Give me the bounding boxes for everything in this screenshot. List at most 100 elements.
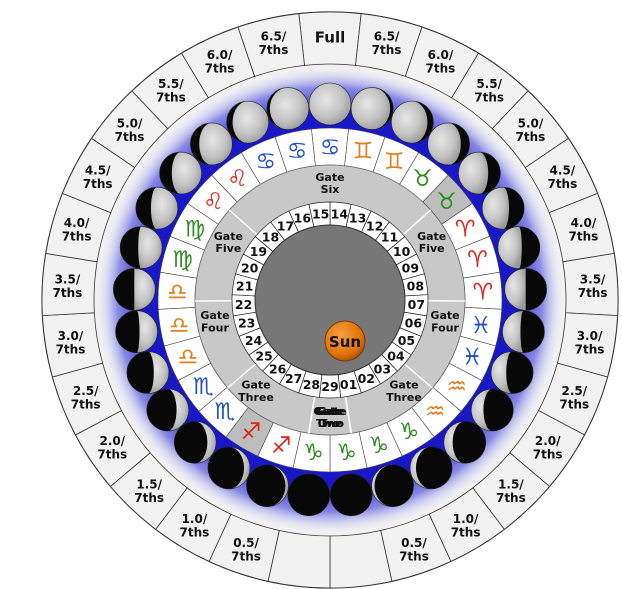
core-disc: [254, 224, 406, 376]
day-number: 22: [235, 297, 252, 312]
zodiac-sign-icon: ♊: [353, 139, 374, 165]
gate-divider: [402, 209, 432, 236]
zodiac-sign-icon: ♍: [172, 247, 193, 273]
zodiac-ring: ♋♊♊♉♉♈♈♈♓♓♒♒♑♑♑♑♐♐♏♏♎♎♎♍♍♌♌♋♋: [157, 127, 503, 473]
day-number: 03: [374, 361, 391, 376]
zodiac-sign-icon: ♉: [436, 189, 457, 215]
day-number: 01: [340, 377, 357, 392]
phase-fraction-label: 5.5/7ths: [474, 77, 504, 104]
zodiac-sign-icon: ♒: [446, 374, 467, 400]
day-number: 28: [303, 377, 320, 392]
day-number: 13: [349, 211, 366, 226]
moon-phase-icon: [115, 310, 158, 354]
zodiac-sign-icon: ♑: [336, 440, 357, 466]
moon-phase-icon: [443, 420, 487, 464]
phase-fraction-label: 2.0/7ths: [97, 434, 127, 461]
moon-phase-icon: [287, 473, 331, 517]
phase-fraction-label: 4.0/7ths: [62, 216, 92, 243]
zodiac-sign-icon: ♏: [214, 399, 235, 425]
phase-fraction-label: 6.0/7ths: [205, 48, 235, 75]
day-number: 14: [331, 207, 349, 222]
zodiac-sign-icon: ♎: [167, 280, 188, 306]
moon-phase-icon: [458, 151, 501, 195]
zodiac-sign-icon: ♈: [467, 247, 488, 273]
zodiac-sign-icon: ♋: [320, 135, 341, 161]
day-number: 16: [294, 211, 312, 226]
moon-phase-icon: [173, 420, 217, 464]
day-number: 09: [402, 260, 419, 275]
phase-fraction-label: 5.0/7ths: [516, 116, 546, 143]
phase-fraction-label: 4.5/7ths: [547, 163, 577, 190]
moon-phase-icon: [226, 100, 270, 144]
zodiac-sign-icon: ♒: [425, 399, 446, 425]
zodiac-sign-icon: ♌: [203, 189, 224, 215]
moon-phase-icon: [207, 446, 251, 490]
phase-fraction-label: 6.5/7ths: [259, 30, 289, 57]
day-number: 25: [255, 348, 272, 363]
phase-fraction-label: 1.0/7ths: [180, 512, 210, 539]
phase-fraction-label: 2.5/7ths: [71, 384, 101, 411]
day-number: 02: [358, 371, 375, 386]
moon-phase-icon: [497, 226, 541, 269]
day-number: 04: [387, 348, 405, 363]
moon-phase-icon: [502, 310, 545, 354]
center-disc: [254, 224, 406, 376]
moon-phase-icon: [350, 87, 394, 130]
phase-fraction-label: 0.5/7ths: [399, 536, 429, 563]
zodiac-sign-icon: ♈: [455, 216, 476, 242]
phase-fraction-label: 3.0/7ths: [56, 329, 86, 356]
day-number: 19: [250, 244, 267, 259]
zodiac-sign-icon: ♋: [287, 139, 308, 165]
zodiac-sign-icon: ♑: [399, 419, 420, 445]
phase-fraction-label: 3.5/7ths: [52, 272, 82, 299]
moon-phase-icon: [371, 464, 414, 508]
sun-label: Sun: [329, 333, 361, 351]
zodiac-sign-icon: ♏: [193, 374, 214, 400]
moon-phase-icon: [390, 100, 434, 144]
moon-phase-icon: [329, 473, 373, 517]
moon-phase-icon: [126, 351, 170, 394]
day-number: 12: [366, 218, 383, 233]
moon-phase-icon: [409, 446, 453, 490]
zodiac-sign-icon: ♑: [369, 433, 390, 459]
zodiac-sign-icon: ♌: [227, 166, 248, 192]
moon-phase-ring: [112, 82, 548, 517]
day-number: 27: [285, 371, 302, 386]
zodiac-sign-icon: ♓: [462, 345, 483, 371]
phase-fraction-label: 1.5/7ths: [496, 478, 526, 505]
phase-fraction-label: 3.0/7ths: [575, 329, 605, 356]
phase-fraction-label: 6.0/7ths: [426, 48, 456, 75]
sun-icon: [324, 320, 366, 362]
moon-phase-icon: [470, 388, 514, 432]
outer-phase-cell: [329, 530, 393, 589]
moon-phase-icon: [481, 186, 525, 230]
day-number: 26: [269, 361, 287, 376]
moon-phase-icon: [119, 226, 163, 269]
zodiac-sign-icon: ♐: [241, 419, 262, 445]
phase-fraction-label: 0.5/7ths: [231, 536, 261, 563]
day-number: 10: [393, 244, 411, 259]
moon-phase-icon: [504, 268, 548, 311]
day-number: 29: [321, 379, 338, 394]
phase-fraction-label: Full: [315, 28, 345, 46]
day-number: 21: [236, 279, 253, 294]
gate-divider: [227, 363, 257, 389]
zodiac-sign-icon: ♍: [185, 216, 206, 242]
phase-fraction-label: 3.5/7ths: [578, 272, 608, 299]
phase-fraction-label: 1.0/7ths: [451, 512, 481, 539]
moon-phase-icon: [266, 87, 310, 130]
zodiac-sign-icon: ♎: [169, 313, 190, 339]
phase-fraction-label: 1.5/7ths: [134, 478, 164, 505]
phase-fraction-label: 6.5/7ths: [372, 30, 402, 57]
day-number: 06: [405, 316, 423, 331]
